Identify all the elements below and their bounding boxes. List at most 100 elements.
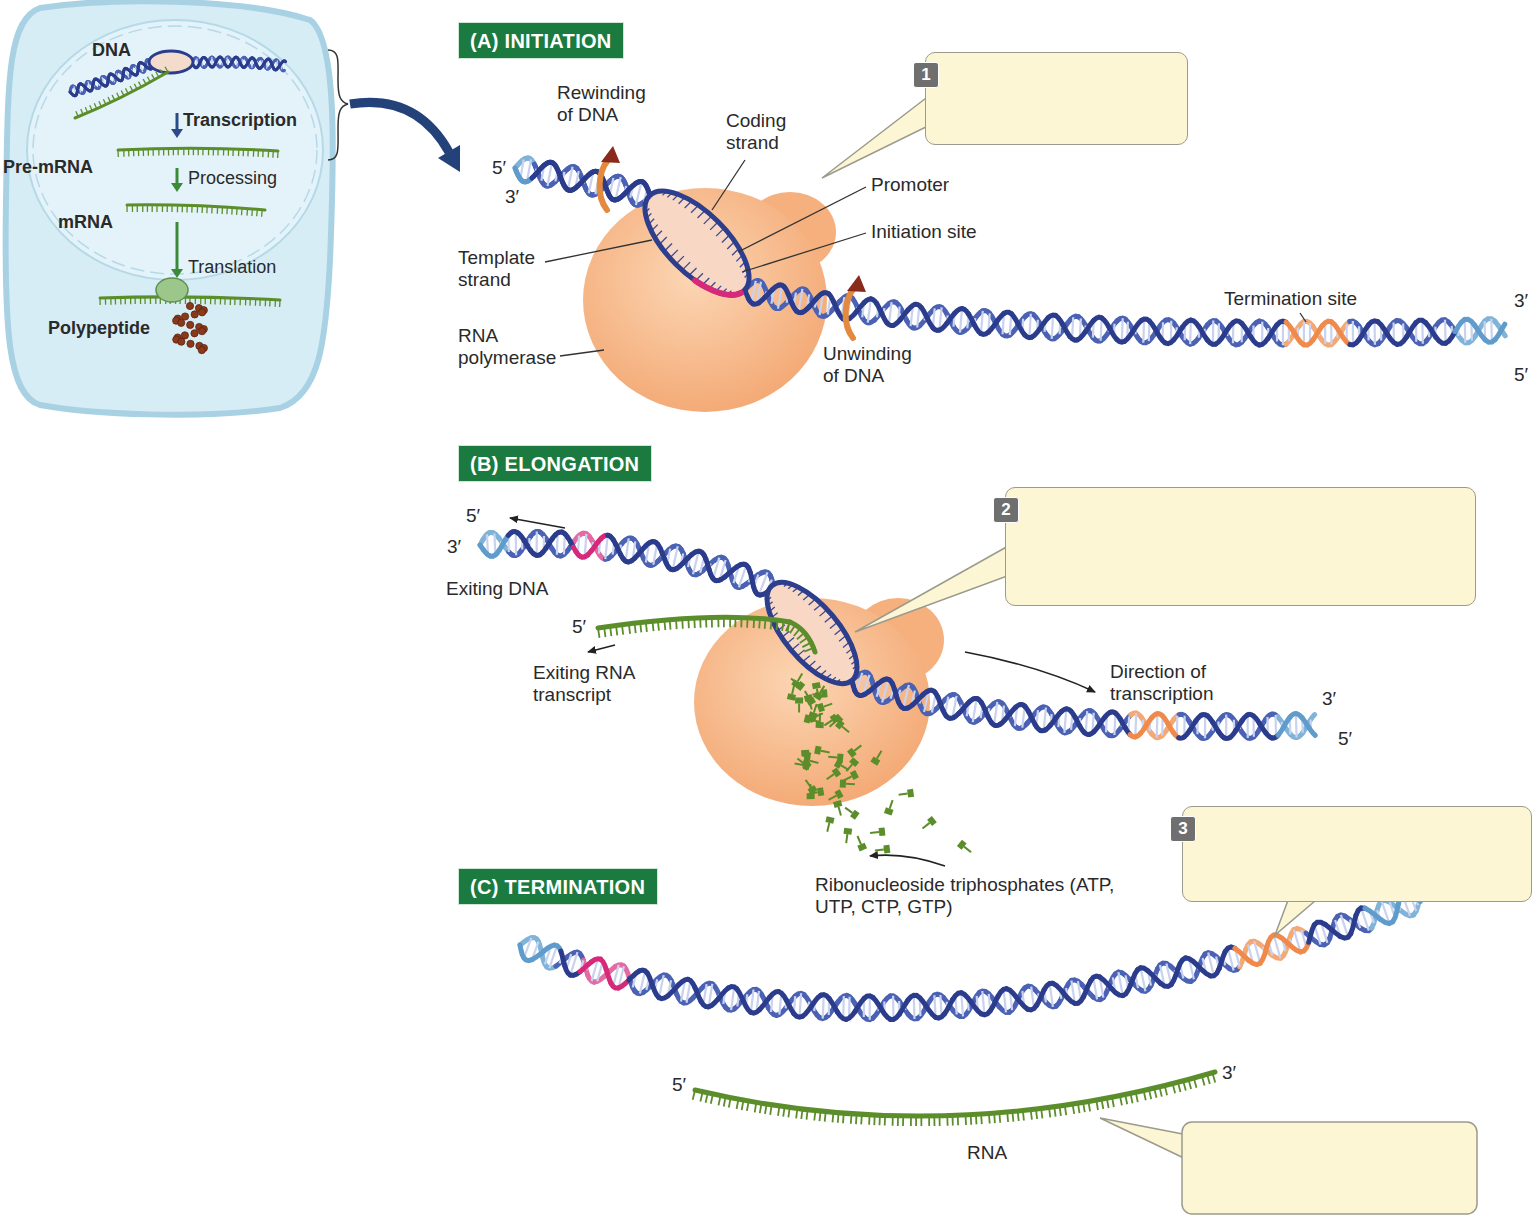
leader-line bbox=[742, 233, 866, 272]
bracket-arrow bbox=[350, 102, 449, 152]
direction-arrow bbox=[588, 645, 615, 652]
polypeptide-chain bbox=[198, 328, 205, 335]
nucleotide-symbol bbox=[927, 816, 937, 826]
nucleotide-symbol bbox=[795, 698, 803, 713]
nucleotide-symbol bbox=[810, 761, 819, 763]
nucleotide-symbol bbox=[890, 800, 893, 809]
nucleotide-symbol bbox=[839, 807, 841, 816]
cell-illustration bbox=[70, 51, 286, 354]
transcription-bubble bbox=[751, 568, 872, 698]
nucleotide-symbol bbox=[787, 693, 796, 701]
rotation-arrow bbox=[601, 146, 620, 163]
dna-strand bbox=[229, 60, 233, 62]
nucleotide-symbol bbox=[843, 757, 859, 774]
base-pair bbox=[636, 182, 642, 205]
polypeptide-chain bbox=[191, 330, 198, 337]
nucleotide-symbol bbox=[857, 843, 867, 852]
transcription-bubble bbox=[628, 174, 765, 311]
base-pair bbox=[548, 163, 552, 187]
nucleotide-symbol bbox=[832, 767, 842, 777]
nucleotide-symbol bbox=[817, 700, 834, 712]
nucleotide-symbol bbox=[802, 778, 817, 795]
dna-helix bbox=[520, 893, 1421, 1126]
transcription-bubble bbox=[751, 568, 872, 698]
cell-illustration bbox=[176, 168, 179, 184]
nucleotide-symbol bbox=[827, 823, 829, 832]
base-pair bbox=[266, 59, 268, 69]
nucleotide-symbol bbox=[814, 746, 821, 755]
nucleotide-symbol bbox=[898, 789, 914, 799]
base-pair bbox=[1352, 321, 1354, 345]
base-pair bbox=[1086, 711, 1088, 734]
rna-strand bbox=[118, 148, 278, 151]
base-pair bbox=[515, 532, 518, 556]
nucleotide-symbol bbox=[829, 796, 837, 800]
nucleotide-symbol bbox=[833, 800, 842, 808]
nucleotide-symbol bbox=[828, 753, 844, 762]
dna-strand bbox=[1475, 325, 1485, 340]
dna-strand bbox=[137, 64, 140, 65]
dna-strand bbox=[1359, 325, 1368, 339]
nucleotide-symbol bbox=[806, 780, 811, 787]
leader-line bbox=[560, 350, 604, 356]
bracket-arrow bbox=[328, 50, 348, 160]
nucleotide-symbol bbox=[821, 751, 830, 753]
nucleotide-symbol bbox=[877, 751, 882, 759]
base-pair bbox=[1444, 320, 1447, 344]
dna-strand bbox=[195, 66, 199, 69]
polypeptide-chain bbox=[198, 347, 205, 354]
base-pair bbox=[1225, 715, 1227, 739]
nucleotide-symbol bbox=[804, 714, 820, 725]
nucleotide-symbol bbox=[850, 770, 859, 780]
nucleotide-symbol bbox=[883, 845, 890, 854]
dna-strand bbox=[242, 66, 246, 69]
nucleotide-symbol bbox=[798, 704, 800, 713]
nucleotide-symbol bbox=[875, 850, 884, 851]
base-pair bbox=[1189, 320, 1192, 344]
base-pair bbox=[994, 702, 997, 725]
nucleotide-symbol bbox=[847, 748, 857, 758]
dna-strand bbox=[92, 80, 96, 81]
transcription-bubble bbox=[628, 174, 765, 311]
base-pair bbox=[1052, 315, 1053, 339]
nucleotide-symbol bbox=[964, 847, 971, 853]
dna-helix bbox=[515, 158, 1505, 345]
cell-illustration bbox=[33, 26, 317, 274]
base-pair bbox=[1101, 318, 1102, 341]
nucleotide-symbol bbox=[842, 727, 849, 733]
base-pair bbox=[116, 73, 119, 80]
polypeptide-chain bbox=[199, 309, 206, 316]
nucleotide-symbol bbox=[795, 698, 803, 704]
base-pair bbox=[102, 77, 105, 86]
nucleotide-symbol bbox=[846, 783, 855, 785]
base-pair bbox=[613, 965, 619, 987]
cell-illustration bbox=[6, 1, 333, 414]
nucleotide-symbol bbox=[870, 756, 880, 765]
nucleotide-symbol bbox=[801, 750, 809, 757]
nucleotide-symbol bbox=[857, 836, 861, 844]
nucleotide-symbol bbox=[805, 691, 810, 699]
bracket-arrow bbox=[438, 145, 460, 172]
dna-strand bbox=[227, 65, 231, 68]
rna-strand bbox=[598, 617, 790, 628]
dna-strand bbox=[282, 59, 286, 62]
base-pair bbox=[605, 535, 607, 559]
nucleotide-symbol bbox=[923, 823, 930, 829]
base-pair bbox=[889, 302, 892, 325]
dna-strand bbox=[1495, 324, 1505, 339]
nucleotide-symbol bbox=[812, 689, 828, 698]
nucleotide-symbol bbox=[798, 673, 803, 681]
rotation-arrow bbox=[600, 160, 608, 210]
base-pair bbox=[960, 309, 962, 333]
nucleotide-symbol bbox=[845, 808, 852, 813]
nucleotide-symbol bbox=[870, 749, 885, 766]
cell-illustration bbox=[6, 1, 333, 414]
bracket-arrow bbox=[328, 50, 460, 172]
nucleotide-symbol bbox=[804, 694, 816, 711]
polypeptide-chain bbox=[187, 321, 194, 328]
nucleotide-symbol bbox=[814, 704, 817, 713]
dna-strand bbox=[243, 56, 247, 59]
nucleotide-symbol bbox=[812, 693, 821, 696]
nucleotide-symbol bbox=[879, 827, 886, 836]
base-pair bbox=[1204, 715, 1206, 739]
